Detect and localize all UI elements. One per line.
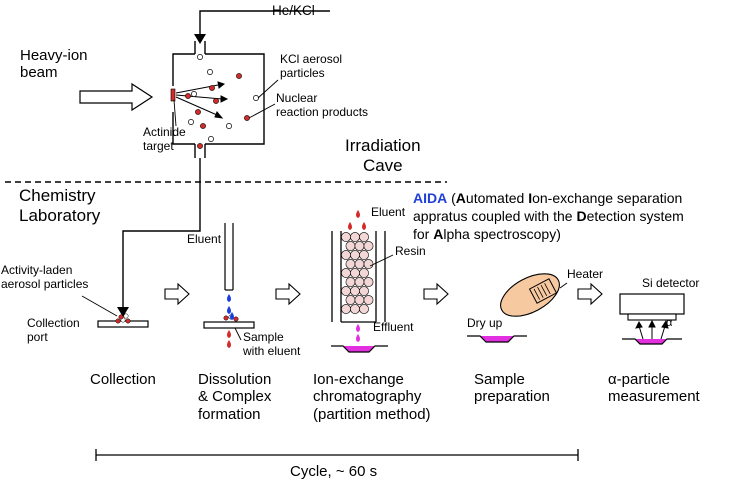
aerosol-particles	[188, 54, 259, 142]
heater	[500, 273, 560, 317]
resin-bead	[341, 232, 351, 242]
reaction-chamber	[172, 41, 265, 158]
resin-bead	[341, 286, 351, 296]
collection-dish	[331, 345, 388, 353]
effluent-label: Effluent	[373, 320, 414, 334]
resin-bead	[341, 268, 351, 278]
step-arrow-2	[275, 282, 301, 306]
reaction-product-particles	[185, 73, 250, 149]
resin-bead	[350, 286, 360, 296]
step-arrow-3	[423, 282, 449, 306]
dissolution-port	[203, 321, 255, 329]
gas-inlet-arrowhead	[194, 34, 206, 44]
aida-description: AIDA (Automated Ion-exchange separation …	[413, 190, 684, 243]
resin-bead	[354, 295, 365, 305]
resin-bead	[359, 250, 369, 260]
resin-bead	[363, 241, 374, 251]
si-detector-label: Si detector	[642, 276, 700, 290]
heater-label: Heater	[567, 267, 604, 281]
resin-bead	[363, 295, 374, 305]
resin-label: Resin	[395, 244, 426, 258]
gas-inlet-line	[199, 10, 330, 38]
step-arrow-4	[577, 282, 603, 306]
effluent-drops	[356, 324, 360, 342]
resin-bead	[345, 277, 356, 287]
eluent-top-label: Eluent	[371, 205, 406, 219]
step-arrow-1	[164, 282, 190, 306]
resin-bead	[354, 277, 365, 287]
eluent-drops-red	[348, 210, 366, 230]
alpha-label: α	[666, 317, 673, 329]
resin-bead	[363, 277, 374, 287]
resin-bead	[341, 250, 351, 260]
resin-bead	[341, 304, 351, 314]
resin-bead	[350, 268, 360, 278]
dissolving-particles	[223, 312, 239, 322]
cycle-label: Cycle, ~ 60 s	[290, 463, 378, 480]
drying-dish	[467, 335, 527, 343]
dry-up-label: Dry up	[467, 316, 503, 330]
resin-bead	[350, 232, 360, 242]
resin-beads	[341, 232, 374, 314]
resin-bead	[359, 232, 369, 242]
eluent-drops-blue	[227, 294, 231, 314]
resin-bead	[350, 304, 360, 314]
activity-leader	[81, 295, 118, 317]
resin-bead	[359, 286, 369, 296]
cycle-bar	[95, 449, 579, 461]
resin-bead	[359, 304, 369, 314]
actinide-target	[170, 88, 176, 102]
product-trajectories	[175, 81, 229, 119]
resin-bead	[359, 268, 369, 278]
resin-bead	[345, 295, 356, 305]
collected-particles	[115, 313, 131, 324]
heater-leader	[559, 282, 568, 289]
leader-lines	[173, 79, 279, 127]
resin-bead	[345, 241, 356, 251]
step-label-collection: Collection	[90, 371, 156, 388]
si-detector	[619, 293, 685, 321]
eluent-left-label: Eluent	[187, 232, 222, 246]
gas-label: He/KCl	[272, 3, 315, 18]
aida-acronym: AIDA	[413, 190, 448, 206]
heavy-ion-beam-arrow	[79, 82, 154, 112]
measurement-dish	[622, 338, 682, 345]
resin-bead	[354, 259, 365, 269]
resin-bead	[354, 241, 365, 251]
resin-bead	[350, 250, 360, 260]
transport-capillary	[122, 158, 201, 311]
eluent-nozzle	[224, 223, 234, 291]
resin-bead	[363, 259, 374, 269]
sample-leader	[234, 327, 242, 341]
resin-leader	[369, 254, 394, 267]
resin-column	[331, 231, 386, 323]
sample-drops-red	[227, 330, 231, 348]
capillary-arrowhead	[117, 307, 129, 317]
resin-bead	[345, 259, 356, 269]
alpha-arrows	[635, 319, 669, 340]
